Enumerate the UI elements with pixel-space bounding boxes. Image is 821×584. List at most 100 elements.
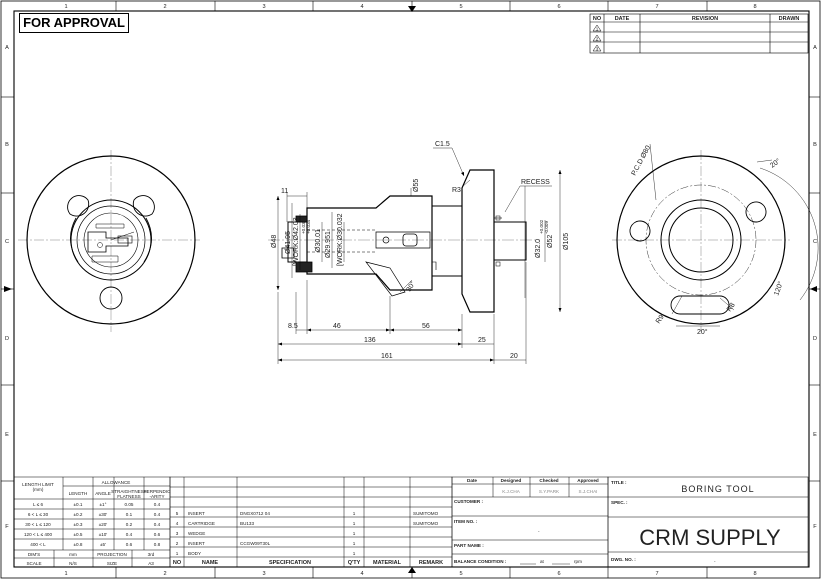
- balance-condition-label: BALANCE CONDITION :: [454, 559, 507, 564]
- limit-row-2: 6 < L ≤ 30: [28, 512, 49, 517]
- pcd-label: P.C.D Ø80: [631, 144, 653, 176]
- length-row-1: ±0.1: [74, 502, 83, 507]
- straight-row-4: 0.4: [126, 532, 133, 537]
- length-row-3: ±0.3: [74, 522, 83, 527]
- zone-row-f: F: [5, 524, 9, 530]
- length-subheader: LENGTH: [69, 491, 88, 496]
- diameter-48-label: Ø48: [271, 235, 278, 248]
- bom-name-header: NAME: [202, 560, 219, 566]
- perp-row-1: 0.4: [154, 502, 161, 507]
- angle-20-top-label: 20°: [769, 157, 782, 170]
- units-label: DIM'S: [28, 552, 40, 557]
- perp-row-4: 0.6: [154, 532, 161, 537]
- side-view: [268, 169, 540, 313]
- balance-at-label: at: [540, 559, 545, 564]
- bom-row-2-remark: SUMITOMO: [413, 521, 439, 526]
- perp-row-3: 0.4: [154, 522, 161, 527]
- bom-row-2-no: 4: [176, 521, 179, 526]
- zone-row-b-right: B: [813, 142, 817, 148]
- part-name-label: PART NAME :: [454, 543, 484, 548]
- approval-date-header: Date: [467, 478, 477, 483]
- bom-row-2-spec: BU133: [240, 521, 254, 526]
- length-46-label: 46: [333, 323, 341, 330]
- length-row-4: ±0.5: [74, 532, 83, 537]
- revision-row-3: 3: [596, 47, 599, 52]
- center-mark-bottom: [408, 567, 416, 573]
- zone-row-a: A: [5, 45, 9, 51]
- angle-30-label: 30°: [405, 280, 417, 293]
- limit-row-5: 400 < L: [30, 542, 46, 547]
- zone-col-7-bottom: 7: [655, 571, 658, 577]
- angle-row-4: ±10': [99, 532, 108, 537]
- zone-col-6: 6: [557, 4, 560, 10]
- center-mark-top: [408, 6, 416, 12]
- dwg-no-label: DWG. NO. :: [611, 557, 636, 562]
- size-value: A3: [148, 561, 154, 566]
- for-approval-stamp: FOR APPROVAL: [19, 13, 129, 33]
- revision-no-header: NO: [593, 16, 602, 22]
- zone-row-f-right: F: [813, 524, 817, 530]
- zone-col-7: 7: [655, 4, 658, 10]
- center-mark-right: [810, 286, 817, 292]
- bom-qty-header: Q'TY: [348, 560, 361, 566]
- length-row-2: ±0.2: [74, 512, 83, 517]
- limit-row-1: L ≤ 6: [33, 502, 43, 507]
- perp-row-5: 0.8: [154, 542, 161, 547]
- title-label: TITLE :: [611, 480, 627, 485]
- dwg-no-value: -: [714, 559, 716, 564]
- revision-text-header: REVISION: [692, 16, 718, 22]
- bom-row-5-no: 1: [176, 551, 179, 556]
- allowance-header: ALLOWANCE: [102, 480, 131, 485]
- angle-120-label: 120°: [772, 280, 785, 297]
- spec-label: SPEC. :: [611, 500, 628, 505]
- length-11-label: 11: [281, 188, 288, 195]
- left-end-view: [18, 150, 200, 332]
- angle-20-bottom-label: 20°: [697, 328, 708, 336]
- projection-value: 3rd: [148, 552, 155, 557]
- bom-row-2-name: CARTRIDGE: [188, 521, 215, 526]
- size-label: SIZE: [107, 561, 117, 566]
- bom-spec-header: SPECIFICATION: [269, 560, 311, 566]
- zone-row-e: E: [5, 432, 9, 438]
- units-value: mm: [69, 552, 77, 557]
- bom-row-1-qty: 1: [353, 511, 356, 516]
- zone-col-4: 4: [360, 4, 363, 10]
- item-no-value: -: [538, 529, 540, 534]
- side-view-dimensions: [277, 147, 561, 364]
- customer-label: CUSTOMER :: [454, 499, 483, 504]
- zone-col-1: 1: [64, 4, 67, 10]
- zone-col-5-bottom: 5: [459, 571, 462, 577]
- center-mark-left: [4, 286, 12, 292]
- length-161-label: 161: [381, 353, 393, 360]
- revision-table: [589, 13, 809, 54]
- bom-row-5-qty: 1: [353, 551, 356, 556]
- item-no-label: ITEM NO. :: [454, 519, 478, 524]
- zone-col-3: 3: [262, 4, 265, 10]
- title-block: [607, 476, 809, 568]
- approval-designed-header: Designed: [501, 478, 522, 483]
- zone-col-2: 2: [163, 4, 166, 10]
- bom-row-1-remark: SUMITOMO: [413, 511, 439, 516]
- revision-row-2: 2: [596, 37, 599, 42]
- fillet-r3-label: R3: [452, 187, 461, 194]
- checked-by: S.Y.PARK: [539, 489, 560, 494]
- drawing-title: BORING TOOL: [681, 484, 754, 494]
- diameter-29-label: Ø29.951: [325, 231, 332, 258]
- bom-no-header: NO: [173, 560, 182, 566]
- revision-date-header: DATE: [615, 16, 630, 22]
- scale-label: SCALE: [26, 561, 41, 566]
- approval-checked-header: Checked: [539, 478, 558, 483]
- balance-rpm-label: rpm: [574, 559, 582, 564]
- zone-row-c-right: C: [813, 239, 817, 245]
- limit-row-4: 120 < L ≤ 400: [24, 532, 52, 537]
- length-row-5: ±0.8: [74, 542, 83, 547]
- diameter-52-label: Ø52: [547, 235, 554, 248]
- recess-label: RECESS: [521, 179, 550, 186]
- revision-drawn-header: DRAWN: [779, 16, 800, 22]
- straight-row-3: 0.2: [126, 522, 133, 527]
- diameter-30-01-label: Ø30.01: [315, 229, 322, 252]
- bom-row-1-name: INSERT: [188, 511, 205, 516]
- straight-row-2: 0.1: [126, 512, 133, 517]
